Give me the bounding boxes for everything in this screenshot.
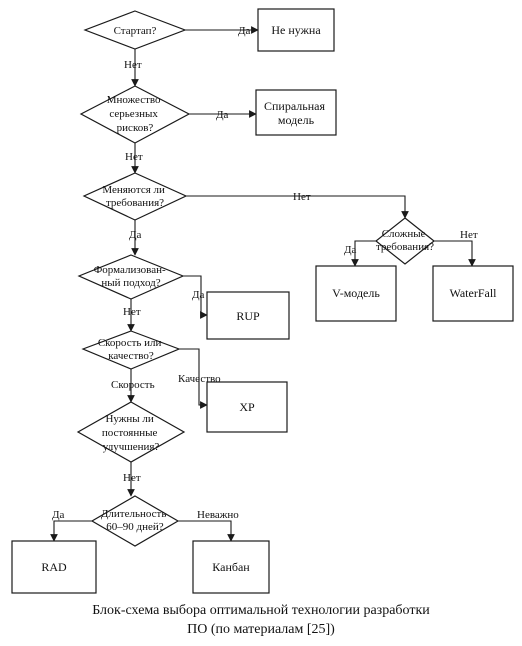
decision-risks: Множество серьезных рисков? bbox=[79, 85, 191, 144]
decision-complex-req: Сложные требования? bbox=[375, 217, 435, 265]
edge-complex-yes bbox=[351, 240, 376, 267]
label-risks-yes: Да bbox=[216, 109, 229, 121]
edge-quality bbox=[179, 348, 208, 409]
connectors bbox=[50, 26, 476, 542]
outcome-kanban-text: Канбан bbox=[212, 560, 250, 574]
outcome-spiral: Спиральная модель bbox=[255, 89, 337, 136]
decision-speed-quality: Скорость или качество? bbox=[81, 330, 181, 370]
outcome-xp-text: XP bbox=[239, 400, 255, 414]
decision-startup: Стартап? bbox=[83, 10, 187, 50]
label-req-change-no: Нет bbox=[293, 191, 311, 203]
decision-improvements: Нужны ли постоянные улучшения? bbox=[76, 401, 186, 463]
decision-risks-text: Множество серьезных рисков? bbox=[107, 94, 164, 134]
decision-improvements-text: Нужны ли постоянные улучшения? bbox=[102, 413, 160, 453]
outcome-rup: RUP bbox=[206, 291, 290, 340]
label-req-change-yes: Да bbox=[129, 229, 142, 241]
outcome-v-model: V-модель bbox=[315, 265, 397, 322]
caption-line-2: ПО (по материалам [25]) bbox=[187, 622, 335, 637]
label-complex-yes: Да bbox=[344, 244, 357, 256]
outcome-rup-text: RUP bbox=[236, 309, 260, 323]
label-speed: Скорость bbox=[111, 379, 155, 391]
outcome-not-needed-text: Не нужна bbox=[271, 23, 321, 37]
label-formal-yes: Да bbox=[192, 289, 205, 301]
label-duration-yes: Да bbox=[52, 509, 65, 521]
edge-labels: Да Нет Да Нет Нет Да Да Нет Да Нет Качес… bbox=[52, 25, 478, 521]
label-startup-no: Нет bbox=[124, 59, 142, 71]
outcome-v-model-text: V-модель bbox=[332, 286, 380, 300]
outcome-waterfall-text: WaterFall bbox=[449, 286, 497, 300]
decision-req-change-text: Меняются ли требования? bbox=[102, 184, 167, 209]
decision-duration: Длительность 60–90 дней? bbox=[90, 495, 180, 547]
outcome-spiral-text: Спиральная модель bbox=[264, 99, 328, 127]
label-duration-irrelevant: Неважно bbox=[197, 509, 239, 521]
edge-req-change-no bbox=[186, 195, 409, 219]
label-startup-yes: Да bbox=[238, 25, 251, 37]
label-risks-no: Нет bbox=[125, 151, 143, 163]
decision-startup-text: Стартап? bbox=[114, 25, 157, 37]
outcome-waterfall: WaterFall bbox=[432, 265, 514, 322]
outcome-not-needed: Не нужна bbox=[257, 8, 335, 52]
outcome-rad: RAD bbox=[11, 540, 97, 594]
label-improvements-no: Нет bbox=[123, 472, 141, 484]
edge-complex-no bbox=[434, 240, 476, 267]
edge-duration-irrelevant bbox=[178, 520, 235, 542]
figure-caption: Блок-схема выбора оптимальной технологии… bbox=[0, 601, 522, 639]
outcome-kanban: Канбан bbox=[192, 540, 270, 594]
label-complex-no: Нет bbox=[460, 229, 478, 241]
edge-formal-yes bbox=[183, 275, 208, 319]
caption-line-1: Блок-схема выбора оптимальной технологии… bbox=[92, 603, 430, 618]
label-formal-no: Нет bbox=[123, 306, 141, 318]
decision-formal-text: Формализован- ный подход? bbox=[94, 264, 169, 289]
decision-req-change: Меняются ли требования? bbox=[82, 172, 188, 221]
decision-formal: Формализован- ный подход? bbox=[77, 254, 185, 300]
decision-complex-req-text: Сложные требования? bbox=[376, 228, 434, 253]
edge-duration-yes bbox=[50, 520, 92, 542]
outcome-rad-text: RAD bbox=[41, 560, 67, 574]
decision-duration-text: Длительность 60–90 дней? bbox=[101, 508, 169, 533]
decision-speed-quality-text: Скорость или качество? bbox=[98, 337, 164, 362]
outcome-xp: XP bbox=[206, 381, 288, 433]
